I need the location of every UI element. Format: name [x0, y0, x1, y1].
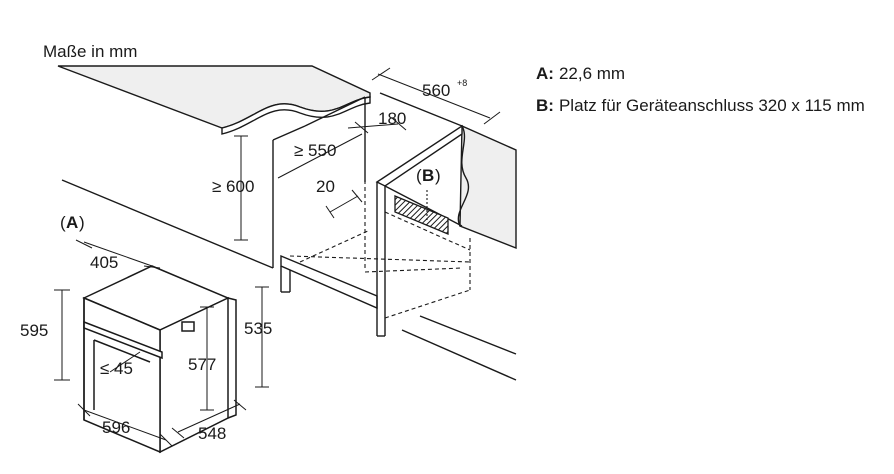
legend-text: Platz für Geräteanschluss 320 x 115 mm — [558, 96, 865, 115]
connection-space-b — [394, 190, 449, 235]
diagram-title: Maße in mm — [43, 42, 137, 61]
dimension-180: 180 — [378, 109, 406, 128]
dimension-595: 595 — [20, 321, 48, 340]
marker-a-close: ) — [79, 213, 85, 232]
legend-key: A: — [536, 64, 554, 83]
dimension-535: 535 — [244, 319, 272, 338]
cabinet-lines — [61, 92, 517, 381]
marker-b-close: ) — [435, 166, 441, 185]
dimension-20: 20 — [316, 177, 335, 196]
oven — [82, 265, 237, 454]
dimension-548: 548 — [198, 424, 226, 443]
legend-text: 22,6 mm — [558, 64, 626, 83]
dimension-45: ≤ 45 — [100, 359, 133, 378]
dimension-600: ≥ 600 — [212, 177, 254, 196]
dimension-560-tolerance: +8 — [457, 78, 467, 88]
legend-key: B: — [536, 96, 554, 115]
dimension-560: 560 — [422, 81, 450, 100]
marker-a-open: ( — [60, 213, 66, 232]
marker-a: A — [66, 213, 78, 232]
hidden-edges — [289, 180, 471, 319]
legend-item-b: B: Platz für Geräteanschluss 320 x 115 m… — [536, 95, 876, 116]
countertop-left — [57, 65, 371, 135]
legend-item-a: A: 22,6 mm — [536, 63, 876, 84]
marker-b: B — [422, 166, 434, 185]
dimension-405: 405 — [90, 253, 118, 272]
dimension-lines — [54, 67, 501, 447]
dimension-577: 577 — [188, 355, 216, 374]
countertop-right — [457, 124, 517, 250]
legend: A: 22,6 mm B: Platz für Geräteanschluss … — [536, 63, 876, 127]
dimension-596: 596 — [102, 418, 130, 437]
marker-b-open: ( — [416, 166, 422, 185]
dimension-550: ≥ 550 — [294, 141, 336, 160]
